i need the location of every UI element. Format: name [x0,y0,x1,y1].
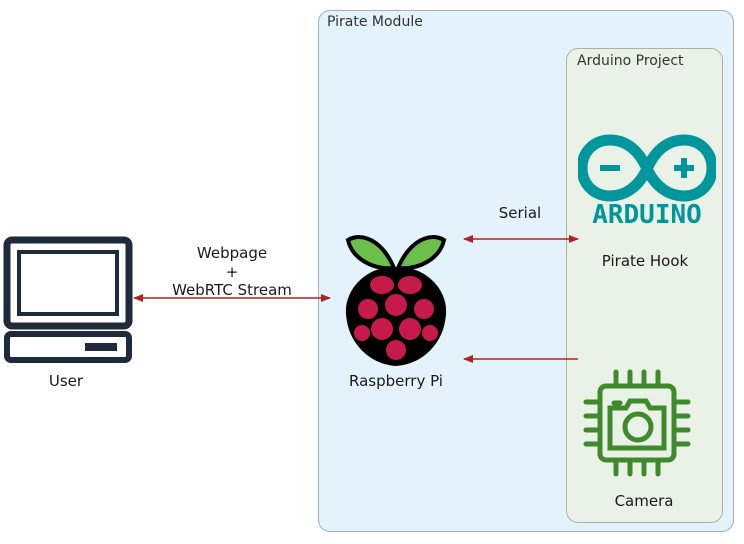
arduino-logo-text: ARDUINO [592,200,702,230]
camera-icon [583,369,691,477]
pirate-module-label: Pirate Module [327,14,423,30]
arduino-logo-icon: ARDUINO [578,134,716,230]
pirate-hook-label: Pirate Hook [601,252,689,270]
edge-label-plus: + [225,263,239,281]
computer-icon [3,236,133,363]
user-label: User [48,372,84,390]
edge-label-serial: Serial [498,204,542,222]
arduino-project-label: Arduino Project [577,53,684,69]
edge-label-webrtc: WebRTC Stream [172,281,292,299]
camera-label: Camera [614,492,674,510]
raspberry-pi-label: Raspberry Pi [349,372,443,390]
raspberry-pi-icon [345,235,447,367]
edge-label-webpage: Webpage [196,244,268,262]
